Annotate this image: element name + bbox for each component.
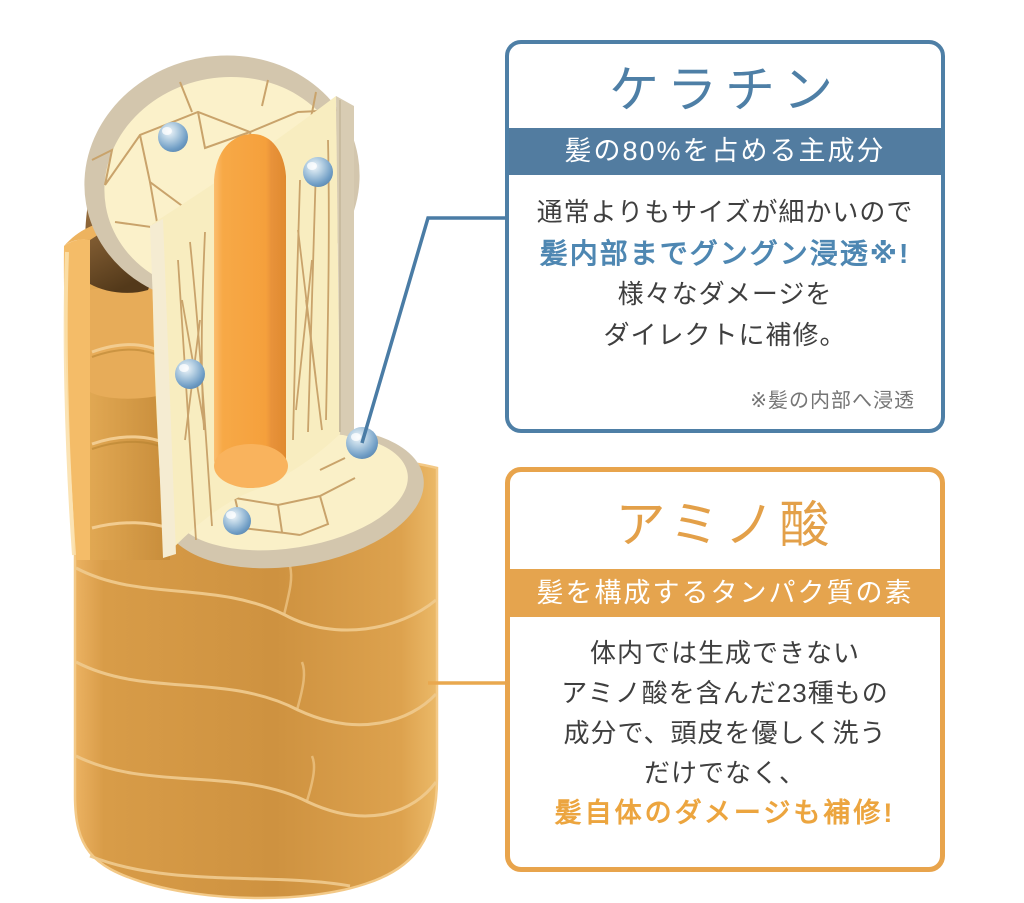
body-line: アミノ酸を含んだ23種もの <box>561 678 889 708</box>
particle-sphere <box>158 122 188 152</box>
body-line: 体内では生成できない <box>589 638 860 668</box>
keratin-banner: 髪の80%を占める主成分 <box>509 128 941 175</box>
keratin-title: ケラチン <box>609 61 841 119</box>
body-line-emphasis: 髪内部までグングン浸透※! <box>539 238 911 269</box>
body-line: だけでなく、 <box>643 758 806 788</box>
keratin-footnote: ※髪の内部へ浸透 <box>750 390 915 412</box>
body-line: 通常よりもサイズが細かいので <box>536 197 914 227</box>
particle-sphere <box>223 507 251 535</box>
keratin-connector-line <box>360 216 505 444</box>
keratin-info-box: ケラチン 髪の80%を占める主成分 通常よりもサイズが細かいので 髪内部までグン… <box>505 40 945 433</box>
body-line-emphasis: 髪自体のダメージも補修! <box>554 798 896 828</box>
body-line: ダイレクトに補修。 <box>603 320 847 350</box>
amino-title: アミノ酸 <box>615 495 835 554</box>
hair-illustration <box>63 55 505 900</box>
amino-info-box: アミノ酸 髪を構成するタンパク質の素 体内では生成できない アミノ酸を含んだ23… <box>505 467 945 872</box>
particle-sphere <box>303 157 333 187</box>
body-line: 様々なダメージを <box>617 279 833 309</box>
keratin-body: 通常よりもサイズが細かいので 髪内部までグングン浸透※! 様々なダメージを ダイ… <box>509 175 941 356</box>
body-line: 成分で、頭皮を優しく洗う <box>563 718 887 748</box>
hair-cuticle-scales <box>73 450 439 900</box>
hair-medulla-column <box>214 133 288 488</box>
particle-sphere <box>175 359 205 389</box>
amino-body: 体内では生成できない アミノ酸を含んだ23種もの 成分で、頭皮を優しく洗う だけ… <box>510 617 940 833</box>
cortex-fiber-lines <box>177 139 330 541</box>
amino-banner: 髪を構成するタンパク質の素 <box>510 569 940 617</box>
